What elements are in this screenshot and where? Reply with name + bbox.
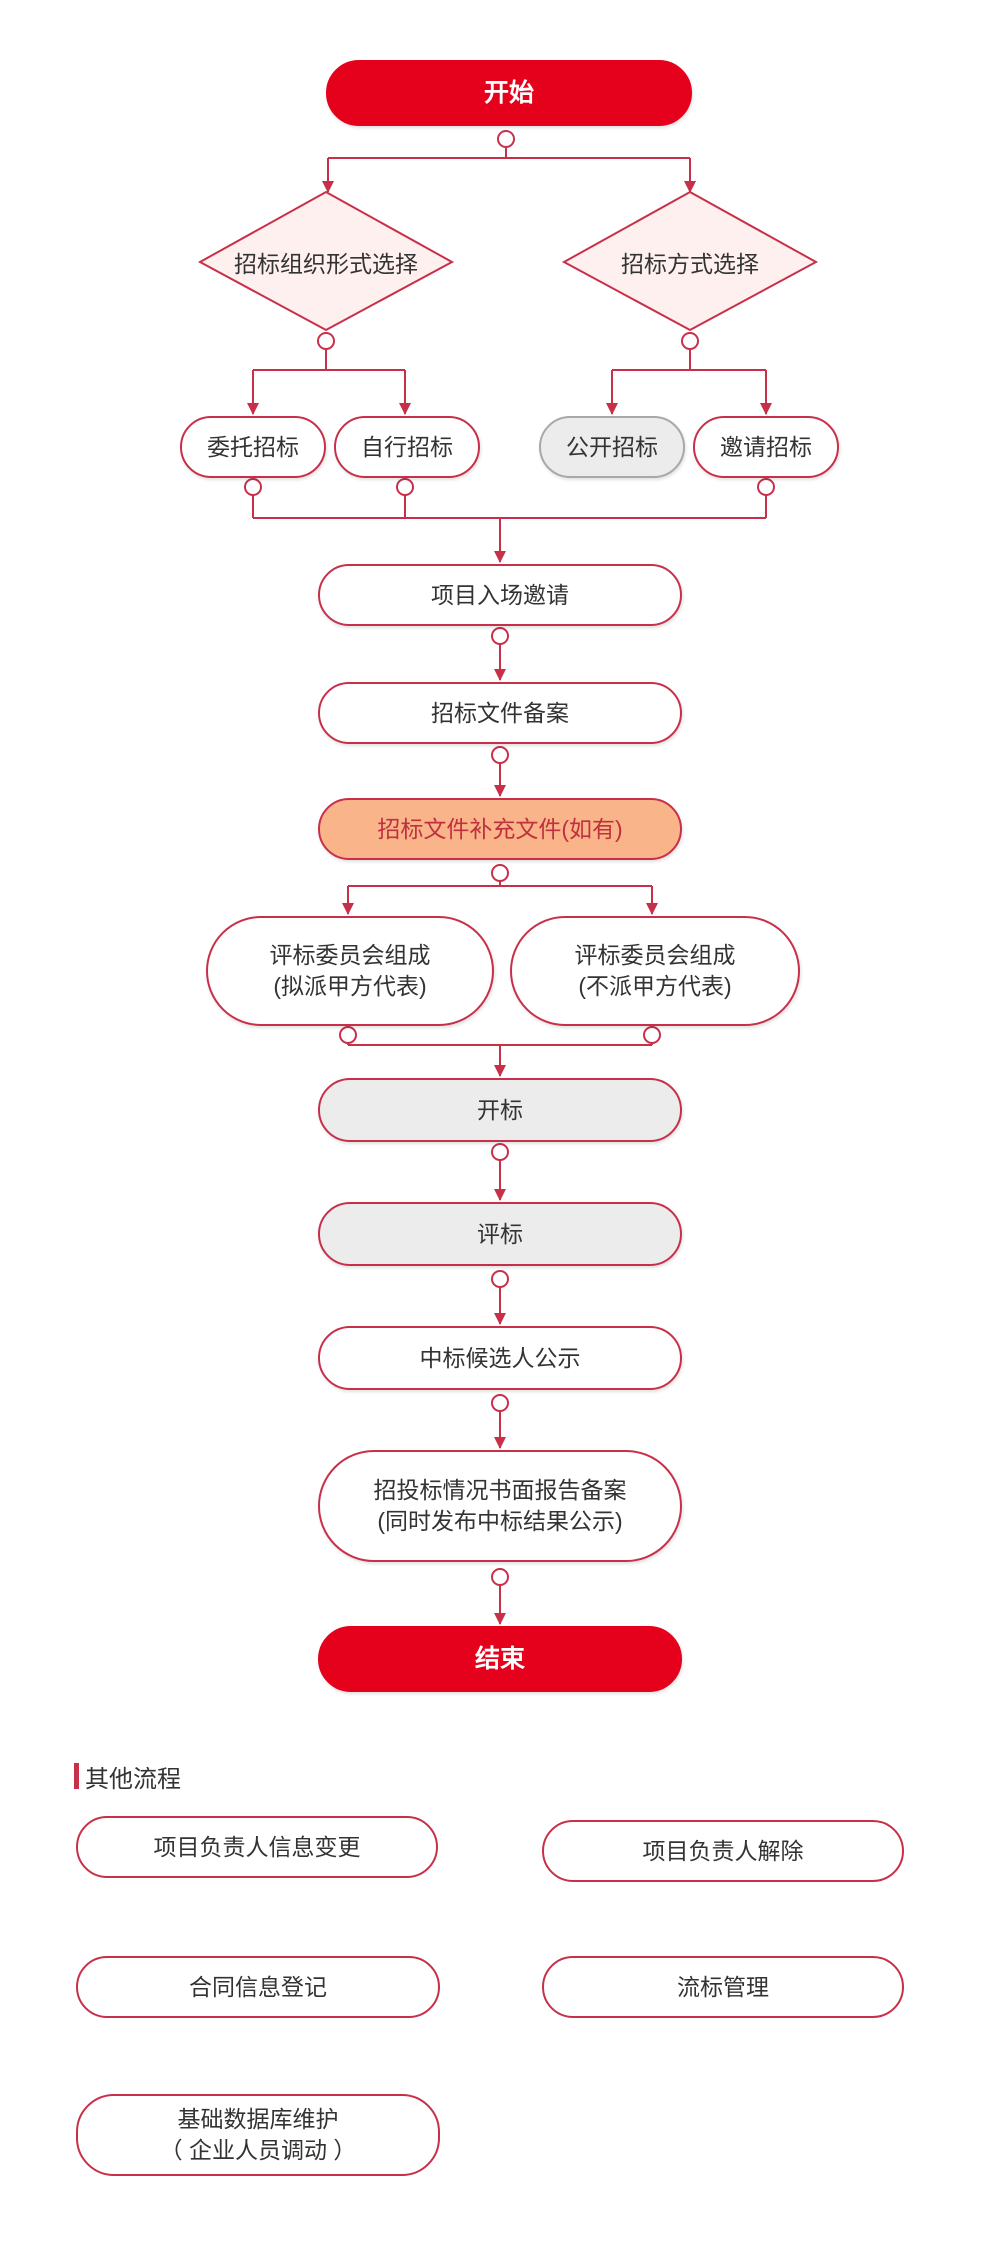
committee-a-line1: 评标委员会组成 — [269, 942, 431, 968]
doc-filing-label: 招标文件备案 — [431, 699, 569, 726]
written-report-node: 招投标情况书面报告备案 (同时发布中标结果公示) — [318, 1450, 682, 1562]
end-node: 结束 — [318, 1626, 682, 1692]
doc-filing-node: 招标文件备案 — [318, 682, 682, 744]
evaluation-node: 评标 — [318, 1202, 682, 1266]
pm-info-change-label: 项目负责人信息变更 — [153, 1833, 361, 1860]
open-label: 公开招标 — [566, 433, 658, 460]
committee-with-rep-node: 评标委员会组成 (拟派甲方代表) — [206, 916, 494, 1026]
report-line1: 招投标情况书面报告备案 — [373, 1477, 627, 1503]
decision-diamond-org — [197, 190, 455, 332]
committee-without-rep-node: 评标委员会组成 (不派甲方代表) — [510, 916, 800, 1026]
candidate-notice-label: 中标候选人公示 — [419, 1344, 581, 1371]
heading-accent-bar — [74, 1763, 79, 1789]
contract-registration-button[interactable]: 合同信息登记 — [76, 1956, 440, 2018]
start-label: 开始 — [483, 78, 534, 107]
report-line2: (同时发布中标结果公示) — [377, 1508, 623, 1534]
entrusted-label: 委托招标 — [207, 433, 299, 460]
contract-registration-label: 合同信息登记 — [189, 1973, 327, 2000]
doc-supplement-label: 招标文件补充文件(如有) — [377, 815, 623, 842]
self-label: 自行招标 — [361, 433, 453, 460]
decision-diamond-method — [561, 190, 819, 332]
bid-opening-label: 开标 — [477, 1096, 523, 1123]
project-entry-node: 项目入场邀请 — [318, 564, 682, 626]
start-node: 开始 — [326, 60, 692, 126]
database-maintenance-button[interactable]: 基础数据库维护 （ 企业人员调动 ） — [76, 2094, 440, 2176]
committee-a-line2: (拟派甲方代表) — [273, 973, 427, 999]
bid-opening-node: 开标 — [318, 1078, 682, 1142]
failed-bid-management-button[interactable]: 流标管理 — [542, 1956, 904, 2018]
doc-supplement-node: 招标文件补充文件(如有) — [318, 798, 682, 860]
project-entry-label: 项目入场邀请 — [431, 581, 569, 608]
invited-bidding-node: 邀请招标 — [693, 416, 839, 478]
self-bidding-node: 自行招标 — [334, 416, 480, 478]
candidate-notice-node: 中标候选人公示 — [318, 1326, 682, 1390]
other-processes-title: 其他流程 — [85, 1765, 181, 1793]
entrusted-bidding-node: 委托招标 — [180, 416, 326, 478]
decision-method-label: 招标方式选择 — [621, 251, 759, 277]
pm-info-change-button[interactable]: 项目负责人信息变更 — [76, 1816, 438, 1878]
pm-release-label: 项目负责人解除 — [642, 1837, 804, 1864]
open-bidding-node: 公开招标 — [539, 416, 685, 478]
evaluation-label: 评标 — [477, 1220, 523, 1247]
committee-b-line1: 评标委员会组成 — [574, 942, 736, 968]
decision-org-label: 招标组织形式选择 — [234, 251, 418, 277]
pm-release-button[interactable]: 项目负责人解除 — [542, 1820, 904, 1882]
committee-b-line2: (不派甲方代表) — [578, 973, 732, 999]
failed-bid-management-label: 流标管理 — [677, 1973, 769, 2000]
database-maintenance-line1: 基础数据库维护 — [177, 2106, 339, 2132]
end-label: 结束 — [474, 1644, 525, 1673]
database-maintenance-line2: （ 企业人员调动 ） — [159, 2137, 357, 2163]
invited-label: 邀请招标 — [720, 433, 812, 460]
other-processes-heading: 其他流程 — [74, 1760, 181, 1793]
